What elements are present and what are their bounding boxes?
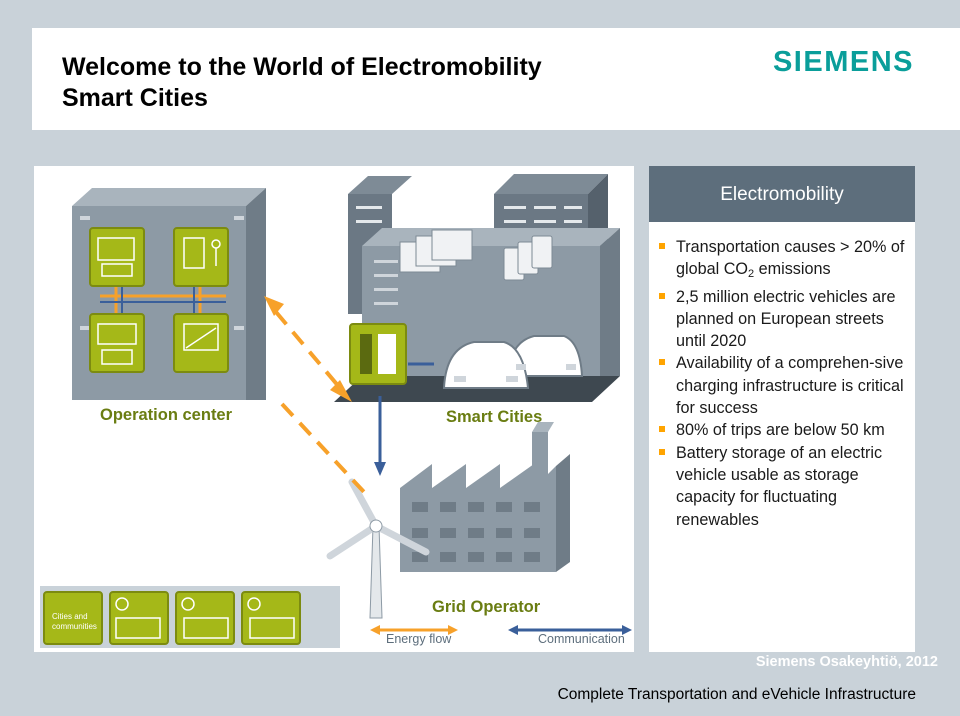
device-icons	[399, 229, 553, 281]
legend-energy-line	[370, 625, 458, 635]
smart-city-diagram: Operation center Smart Cities Grid Opera…	[34, 166, 634, 652]
control-tiles	[89, 227, 229, 373]
grid-operator-factory	[400, 422, 570, 572]
header-bar: Welcome to the World of Electromobility …	[32, 28, 960, 130]
title-line-1: Welcome to the World of Electromobility	[62, 53, 542, 81]
legend-energy-flow: Energy flow	[386, 632, 452, 646]
diagram-illustration	[40, 174, 632, 648]
footer-title: Complete Transportation and eVehicle Inf…	[557, 686, 916, 703]
page-title: Welcome to the World of Electromobility …	[62, 52, 542, 114]
title-line-2: Smart Cities	[62, 84, 208, 112]
energy-flow-arrows	[274, 310, 366, 494]
grid-operator-label: Grid Operator	[432, 598, 541, 616]
bullet-item: Battery storage of an electric vehicle u…	[659, 442, 911, 531]
bullet-item: Availability of a comprehen-sive chargin…	[659, 352, 911, 419]
wind-turbine	[326, 478, 430, 619]
bullet-text: 80% of trips are below 50 km	[676, 421, 885, 440]
electric-cars	[442, 335, 584, 389]
charging-station	[349, 323, 407, 385]
bullet-text: Battery storage of an electric vehicle u…	[676, 443, 883, 529]
footer-company: Siemens Osakeyhtiö, 2012	[755, 654, 938, 670]
bullet-item: Transportation causes > 20% of global CO…	[659, 236, 911, 286]
legend-communication: Communication	[538, 632, 625, 646]
siemens-logo: SIEMENS	[772, 46, 914, 78]
bullet-text: Transportation causes > 20% of global CO	[676, 238, 905, 279]
bullet-text: Availability of a comprehen-sive chargin…	[676, 354, 904, 418]
panel-heading: Electromobility	[649, 166, 915, 222]
bullet-text: 2,5 million electric vehicles are planne…	[676, 287, 896, 351]
cities-communities-label: Cities and communities	[52, 612, 97, 631]
cities-communities-strip	[40, 586, 340, 648]
smart-cities-label: Smart Cities	[446, 408, 543, 426]
electromobility-panel: Electromobility Transportation causes > …	[649, 166, 915, 652]
bullet-list: Transportation causes > 20% of global CO…	[659, 236, 911, 531]
bullet-item: 2,5 million electric vehicles are planne…	[659, 286, 911, 353]
bullet-text-after: emissions	[754, 260, 831, 279]
legend-communication-line	[508, 625, 632, 635]
bullet-subscript: 2	[747, 268, 755, 281]
bullet-item: 80% of trips are below 50 km	[659, 419, 911, 441]
operation-center-label: Operation center	[100, 406, 233, 424]
